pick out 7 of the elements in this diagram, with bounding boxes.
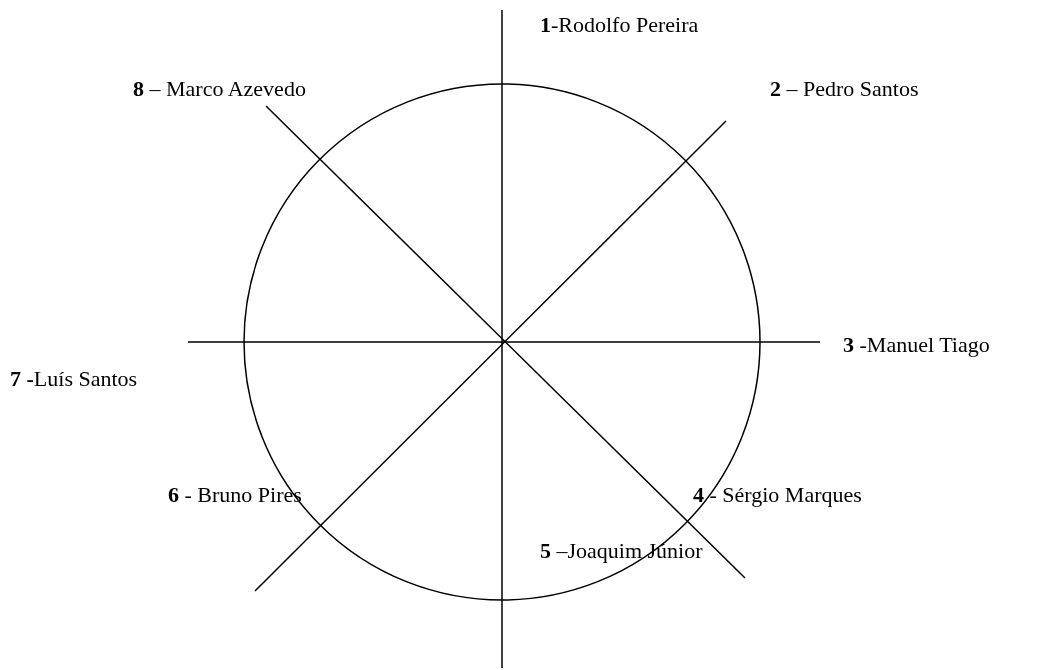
name-label: 2 – Pedro Santos: [770, 76, 919, 102]
name-label: 1-Rodolfo Pereira: [540, 12, 699, 38]
name-label: 7 -Luís Santos: [10, 366, 138, 392]
name-label: 3 -Manuel Tiago: [843, 332, 990, 358]
name-label: 5 –Joaquim Júnior: [540, 538, 703, 564]
name-label: 8 – Marco Azevedo: [133, 76, 306, 102]
name-label: 4 - Sérgio Marques: [693, 482, 862, 508]
